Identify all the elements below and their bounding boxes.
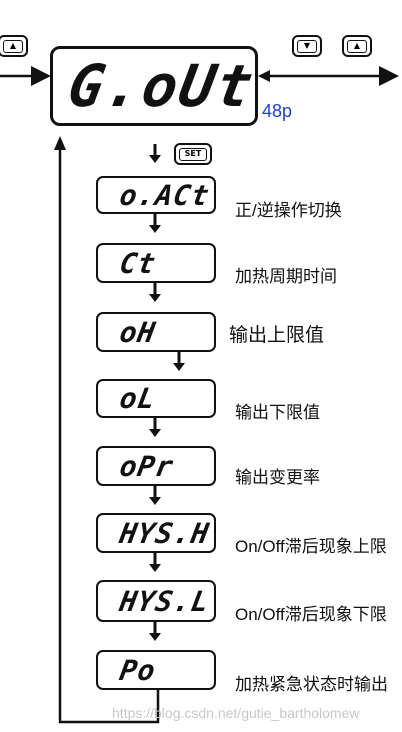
menu-item-display-ol: oL — [96, 379, 216, 418]
set-key[interactable]: SET — [174, 143, 212, 165]
watermark: https://blog.csdn.net/gutie_bartholomew — [112, 705, 360, 721]
menu-item-label: 输出变更率 — [235, 468, 320, 487]
menu-item-code: oPr — [117, 449, 177, 483]
menu-item-display-oact: o.ACt — [96, 176, 216, 214]
menu-item-code: o.ACt — [117, 178, 213, 212]
menu-item-label: On/Off滞后现象上限 — [235, 537, 387, 556]
down-arrows — [149, 144, 185, 641]
menu-item-display-po: Po — [96, 650, 216, 690]
menu-item-label: 输出上限值 — [229, 325, 325, 346]
loop-back-line — [58, 148, 160, 724]
menu-item-code: HYS.H — [117, 516, 213, 550]
set-key-label: SET — [179, 147, 207, 161]
menu-item-display-hysl: HYS.L — [96, 580, 216, 622]
menu-item-label: On/Off滞后现象下限 — [235, 605, 387, 624]
up-key-right[interactable]: ▲ — [342, 35, 372, 57]
down-key[interactable]: ▼ — [292, 35, 322, 57]
menu-item-code: Ct — [117, 246, 159, 280]
menu-item-code: Po — [117, 653, 159, 687]
main-display: G.oUt — [50, 46, 260, 126]
menu-item-display-opr: oPr — [96, 446, 216, 486]
menu-item-code: HYS.L — [117, 584, 213, 618]
up-key-left[interactable]: ▲ — [0, 35, 28, 57]
menu-item-display-ct: Ct — [96, 243, 216, 283]
menu-item-label: 加热周期时间 — [235, 267, 337, 286]
down-arrow-icon: ▼ — [297, 39, 317, 53]
menu-item-code: oH — [117, 315, 159, 349]
menu-item-label: 输出下限值 — [235, 403, 320, 422]
menu-item-code: oL — [117, 382, 159, 415]
menu-item-label: 正/逆操作切换 — [235, 201, 342, 220]
menu-item-label: 加热紧急状态时输出 — [235, 675, 388, 694]
main-display-code: G.oUt — [63, 52, 260, 120]
menu-item-display-hysh: HYS.H — [96, 513, 216, 553]
menu-item-display-oh: oH — [96, 312, 216, 352]
up-arrow-icon: ▲ — [3, 39, 23, 53]
up-arrow-icon: ▲ — [347, 39, 367, 53]
display-badge: 48p — [262, 101, 293, 121]
right-back-arrowhead — [258, 70, 270, 82]
loop-back-arrowhead — [54, 136, 66, 150]
